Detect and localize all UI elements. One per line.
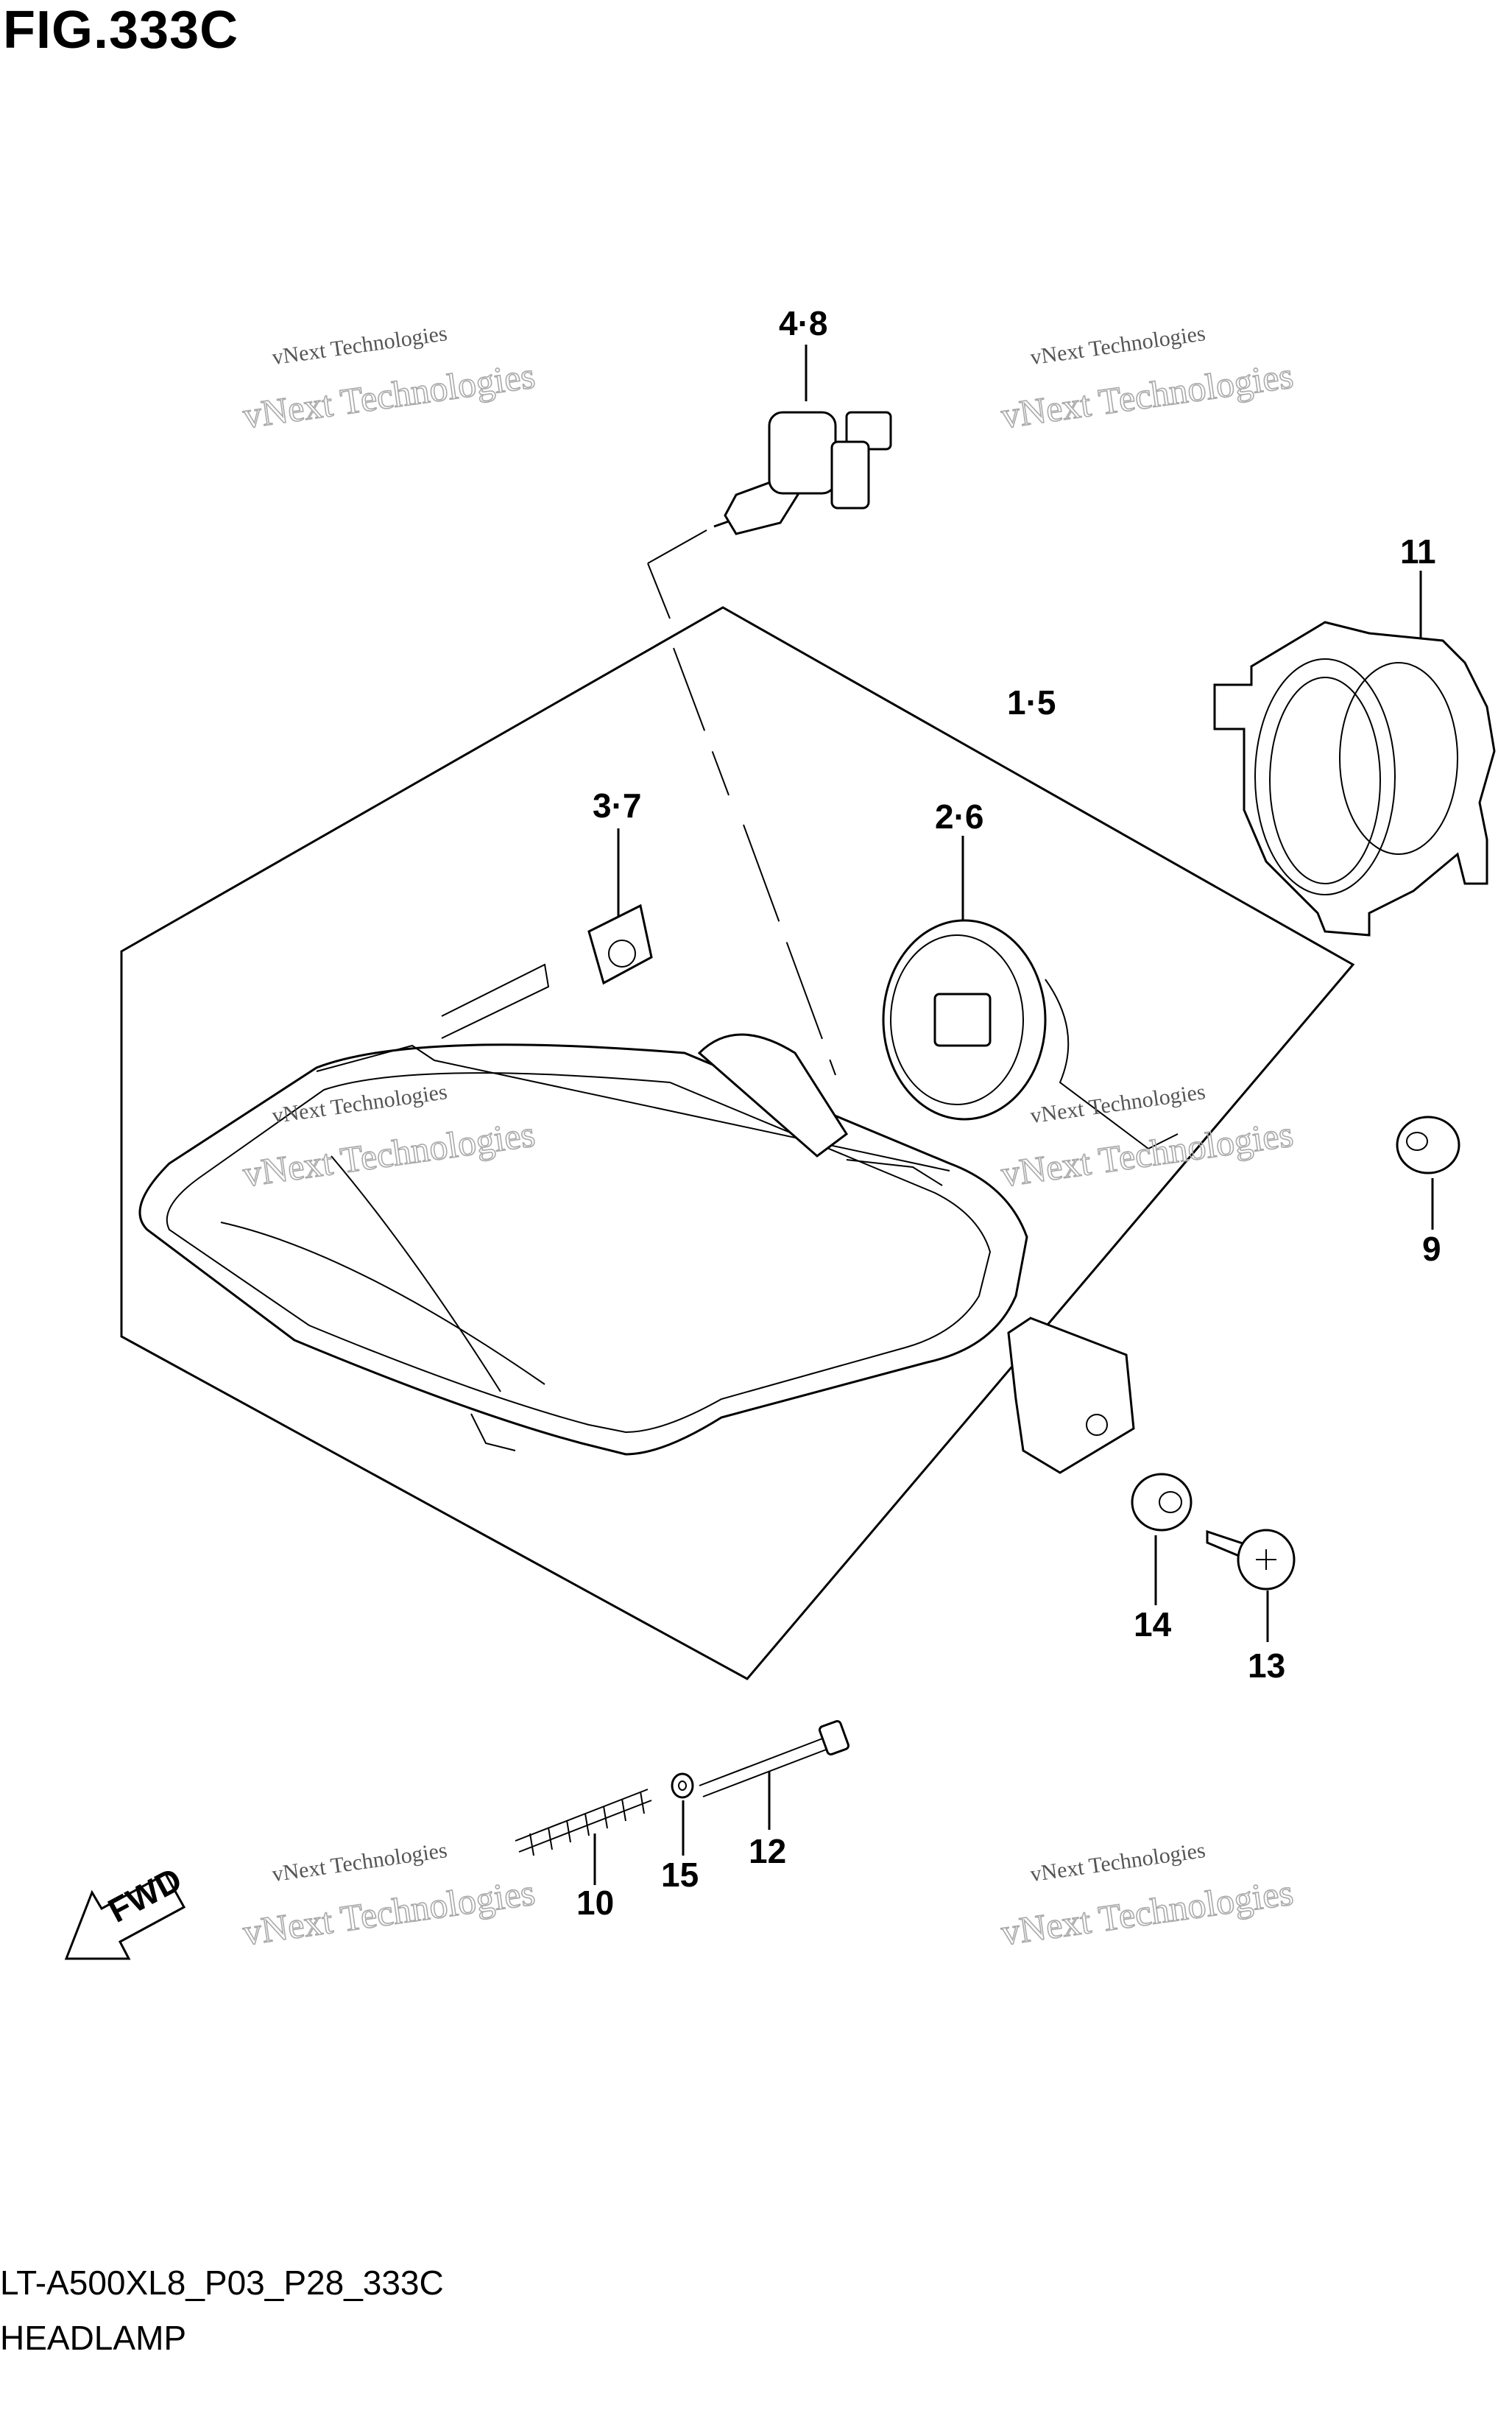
drawing-code: LT-A500XL8_P03_P28_333C bbox=[0, 2264, 444, 2302]
socket-part bbox=[882, 836, 1179, 1150]
callout-washer: 15 bbox=[661, 1856, 699, 1894]
watermark-text: vNext Technologies bbox=[270, 1838, 448, 1887]
callout-clip: 3·7 bbox=[593, 786, 641, 825]
callout-grommet: 9 bbox=[1422, 1230, 1441, 1268]
washer-part bbox=[671, 1772, 694, 1856]
watermark-text: vNext Technologies bbox=[1028, 321, 1207, 370]
adjust-screw-part bbox=[699, 1719, 850, 1830]
callout-cushion: 14 bbox=[1134, 1605, 1172, 1644]
screw-part bbox=[1206, 1529, 1296, 1642]
watermark-text: vNext Technologies bbox=[1028, 1079, 1207, 1128]
callout-adjust-screw: 12 bbox=[749, 1832, 786, 1870]
bulb-part bbox=[647, 345, 892, 1076]
watermark-text: vNext Technologies bbox=[270, 321, 448, 370]
forward-arrow: FWD bbox=[64, 1860, 188, 1960]
callout-spring: 10 bbox=[576, 1884, 614, 1922]
spring-part bbox=[515, 1789, 652, 1885]
watermark: vNext Technologies vNext Technologies bbox=[240, 321, 538, 437]
cushion-part bbox=[1131, 1473, 1193, 1605]
watermark-text: vNext Technologies bbox=[1028, 1838, 1207, 1887]
callout-socket: 2·6 bbox=[935, 797, 983, 836]
socket-cover-part bbox=[1213, 571, 1496, 937]
callout-headlamp-assy: 1·5 bbox=[1007, 683, 1056, 722]
callout-socket-cover: 11 bbox=[1400, 532, 1436, 571]
watermark: vNext Technologies vNext Technologies bbox=[240, 1838, 538, 1954]
figure-title: FIG.333C bbox=[3, 1, 239, 60]
grommet-part bbox=[1396, 1116, 1460, 1230]
callout-bulb: 4·8 bbox=[779, 304, 827, 342]
headlamp-housing bbox=[138, 963, 1135, 1474]
watermark: vNext Technologies vNext Technologies bbox=[998, 1838, 1296, 1954]
clip-part bbox=[587, 828, 653, 985]
watermark: vNext Technologies vNext Technologies bbox=[998, 321, 1296, 437]
assembly-boundary bbox=[120, 606, 1355, 1680]
callout-screw: 13 bbox=[1248, 1646, 1285, 1685]
figure-caption: HEADLAMP bbox=[0, 2319, 187, 2357]
